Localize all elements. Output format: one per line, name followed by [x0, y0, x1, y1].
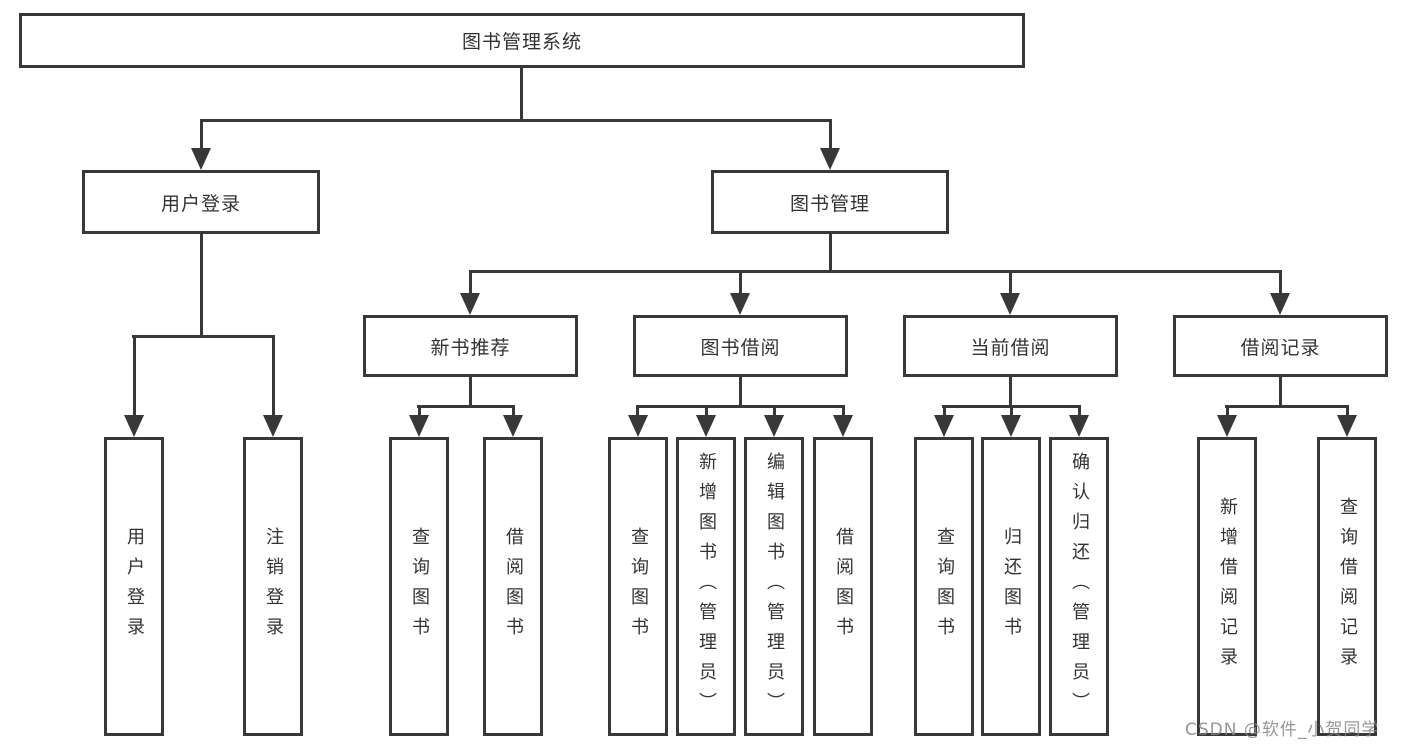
leaf-add-borrow-record: 新增借阅记录 [1197, 437, 1257, 736]
arrowhead-icon [1000, 293, 1020, 315]
arrowhead-icon [833, 415, 853, 437]
node-borrowing-records: 借阅记录 [1173, 315, 1388, 377]
arrowhead-icon [409, 415, 429, 437]
connector-stem [1279, 376, 1282, 407]
connector-drop [739, 270, 742, 295]
connector-drop [133, 335, 136, 417]
leaf-query-books-borrow: 查询图书 [608, 437, 668, 736]
arrowhead-icon [1337, 415, 1357, 437]
node-user-login: 用户登录 [82, 170, 320, 234]
connector-user-login-horizontal [132, 335, 275, 338]
connector-user-login-stem [200, 234, 203, 337]
node-label: 新书推荐 [430, 336, 511, 359]
connector-drop [418, 405, 421, 418]
node-label: 新增借阅记录 [1217, 496, 1238, 677]
arrowhead-icon [191, 148, 211, 170]
node-label: 借阅图书 [503, 526, 524, 647]
node-label: 图书管理 [789, 192, 870, 215]
node-label: 编辑图书（管理员） [764, 451, 785, 722]
node-label: 查询图书 [628, 526, 649, 647]
arrowhead-icon [1001, 415, 1021, 437]
arrowhead-icon [460, 293, 480, 315]
arrowhead-icon [696, 415, 716, 437]
connector-drop [1078, 405, 1081, 418]
leaf-borrow-books: 借阅图书 [813, 437, 873, 736]
connector-stem [469, 376, 472, 407]
leaf-edit-books-admin: 编辑图书（管理员） [744, 437, 804, 736]
connector-drop [1009, 270, 1012, 295]
node-library-management-system: 图书管理系统 [19, 13, 1025, 68]
node-label: 确认归还（管理员） [1069, 451, 1090, 722]
arrowhead-icon [503, 415, 523, 437]
arrowhead-icon [263, 415, 283, 437]
connector-stem [1009, 376, 1012, 407]
node-label: 用户登录 [124, 526, 145, 647]
leaf-query-books-recommend: 查询图书 [389, 437, 449, 736]
node-label: 借阅记录 [1240, 336, 1321, 359]
arrowhead-icon [1217, 415, 1237, 437]
node-label: 查询图书 [409, 526, 430, 647]
connector-drop [943, 405, 946, 418]
connector-book-mgmt-drop [829, 119, 832, 150]
arrowhead-icon [124, 415, 144, 437]
node-label: 查询图书 [934, 526, 955, 647]
connector-level2-horizontal [200, 119, 832, 122]
node-label: 注销登录 [263, 526, 284, 647]
node-label: 新增图书（管理员） [696, 451, 717, 722]
node-label: 图书借阅 [700, 336, 781, 359]
leaf-confirm-return-admin: 确认归还（管理员） [1049, 437, 1109, 736]
arrowhead-icon [628, 415, 648, 437]
leaf-query-books-current: 查询图书 [914, 437, 974, 736]
connector-drop [773, 405, 776, 418]
node-label: 归还图书 [1001, 526, 1022, 647]
leaf-return-books: 归还图书 [981, 437, 1041, 736]
arrowhead-icon [820, 148, 840, 170]
connector-drop [272, 335, 275, 417]
leaf-user-login: 用户登录 [104, 437, 164, 736]
csdn-watermark: CSDN @软件_小贺同学 [1185, 720, 1380, 740]
node-label: 图书管理系统 [461, 31, 582, 53]
node-book-borrowing: 图书借阅 [633, 315, 848, 377]
node-book-management: 图书管理 [711, 170, 949, 234]
connector-level3-horizontal [469, 270, 1282, 273]
connector-drop [842, 405, 845, 418]
connector-drop [636, 405, 639, 418]
connector-drop [1010, 405, 1013, 418]
connector-root-stem [520, 68, 523, 121]
node-label: 当前借阅 [970, 336, 1051, 359]
node-label: 借阅图书 [833, 526, 854, 647]
arrowhead-icon [730, 293, 750, 315]
arrowhead-icon [934, 415, 954, 437]
connector-horizontal [417, 405, 515, 408]
connector-drop [1346, 405, 1349, 418]
leaf-add-books-admin: 新增图书（管理员） [676, 437, 736, 736]
leaf-logout: 注销登录 [243, 437, 303, 736]
arrowhead-icon [1270, 293, 1290, 315]
node-label: 用户登录 [160, 192, 241, 215]
node-label: 查询借阅记录 [1337, 496, 1358, 677]
node-new-book-recommend: 新书推荐 [363, 315, 578, 377]
leaf-borrow-books-recommend: 借阅图书 [483, 437, 543, 736]
connector-user-login-drop [200, 119, 203, 150]
connector-horizontal [1225, 405, 1349, 408]
connector-drop [1279, 270, 1282, 295]
connector-horizontal [636, 405, 845, 408]
connector-drop [1226, 405, 1229, 418]
arrowhead-icon [764, 415, 784, 437]
arrowhead-icon [1069, 415, 1089, 437]
connector-book-mgmt-stem [829, 234, 832, 272]
connector-stem [739, 376, 742, 407]
connector-drop [705, 405, 708, 418]
connector-drop [512, 405, 515, 418]
connector-drop [469, 270, 472, 295]
node-current-borrowing: 当前借阅 [903, 315, 1118, 377]
leaf-query-borrow-record: 查询借阅记录 [1317, 437, 1377, 736]
